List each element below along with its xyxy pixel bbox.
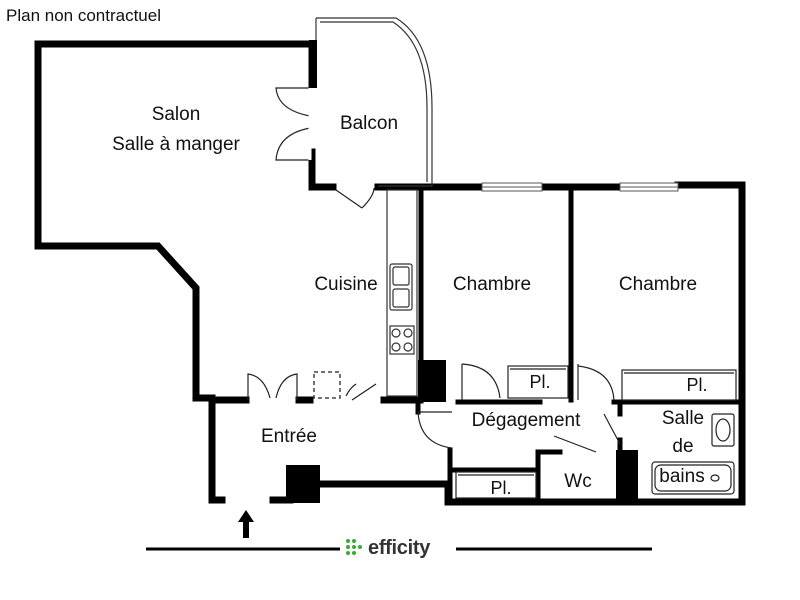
bathroom-fixtures bbox=[651, 413, 735, 495]
kitchen-door bbox=[345, 383, 377, 401]
salon-window-doors bbox=[275, 87, 312, 161]
balcony bbox=[315, 17, 433, 187]
label-placard-2: Pl. bbox=[686, 375, 707, 395]
label-degagement: Dégagement bbox=[472, 410, 582, 431]
label-salle-a-manger: Salle à manger bbox=[112, 134, 240, 155]
label-wc: Wc bbox=[564, 471, 591, 492]
label-salon: Salon bbox=[152, 104, 201, 125]
bedroom2-door bbox=[577, 364, 615, 401]
label-bains: bains bbox=[659, 466, 704, 487]
sink-bowl-1 bbox=[392, 266, 410, 286]
kitchen-door-swing bbox=[345, 383, 357, 397]
balcony-door-leaf bbox=[335, 189, 363, 209]
room-labels: Salon Salle à manger Balcon Cuisine Cham… bbox=[112, 104, 707, 498]
degagement-side-door bbox=[417, 411, 453, 449]
burner-2 bbox=[403, 328, 413, 338]
brand-name: efficity bbox=[368, 536, 431, 559]
closet-bedroom-2 bbox=[621, 369, 737, 401]
label-placard-3: Pl. bbox=[490, 478, 511, 498]
label-chambre-2: Chambre bbox=[619, 274, 697, 295]
entry-closet bbox=[313, 371, 341, 399]
entry-door-left bbox=[247, 373, 271, 400]
wall-blocks bbox=[286, 40, 638, 503]
kitchen-block bbox=[418, 360, 446, 402]
burner-1 bbox=[391, 328, 401, 338]
closet-degagement bbox=[455, 471, 537, 499]
label-de: de bbox=[672, 436, 693, 457]
washbasin-bowl bbox=[715, 418, 731, 442]
label-placard-1: Pl. bbox=[529, 372, 550, 392]
walls bbox=[34, 40, 746, 506]
closets bbox=[455, 365, 737, 499]
kitchen-counter bbox=[386, 189, 418, 397]
balcony-outline bbox=[316, 17, 433, 187]
casement-top bbox=[275, 87, 311, 117]
bottom-wall bbox=[316, 181, 746, 506]
windows bbox=[481, 182, 679, 192]
bathtub-drain bbox=[710, 474, 720, 482]
balcony-door-swing bbox=[361, 187, 375, 209]
entry-block bbox=[286, 465, 320, 503]
entry-door-right bbox=[275, 373, 298, 400]
entrance-arrow-icon bbox=[238, 510, 254, 538]
sink-bowl-2 bbox=[392, 288, 410, 308]
closet-bedroom-1 bbox=[507, 365, 569, 399]
bedroom1-door bbox=[461, 363, 501, 400]
plan-disclaimer: Plan non contractuel bbox=[6, 6, 161, 25]
bath-door-leaf bbox=[603, 413, 621, 445]
balcony-door bbox=[335, 187, 375, 209]
bathtub-inner bbox=[654, 464, 732, 492]
label-balcon: Balcon bbox=[340, 113, 398, 134]
balcony-outline-inner bbox=[320, 21, 428, 182]
label-entree: Entrée bbox=[261, 426, 317, 447]
label-chambre-1: Chambre bbox=[453, 274, 531, 295]
kitchen-door-leaf bbox=[351, 383, 377, 401]
wc-door-leaf bbox=[553, 435, 597, 453]
efficity-dots-icon bbox=[346, 539, 362, 555]
wc-block bbox=[616, 450, 638, 502]
casement-bottom bbox=[275, 127, 311, 161]
salon-wall bbox=[34, 40, 316, 402]
brand-logo: efficity bbox=[344, 536, 430, 560]
balcony-wall-block bbox=[309, 40, 317, 88]
entry-double-door bbox=[247, 373, 298, 400]
inner-walls bbox=[415, 187, 745, 503]
label-salle: Salle bbox=[662, 408, 704, 429]
balcony-stub bbox=[308, 148, 337, 191]
entree-wall bbox=[208, 394, 226, 504]
burner-4 bbox=[403, 342, 413, 352]
burner-3 bbox=[391, 342, 401, 352]
label-cuisine: Cuisine bbox=[314, 274, 377, 295]
degagement-doors bbox=[417, 363, 621, 453]
